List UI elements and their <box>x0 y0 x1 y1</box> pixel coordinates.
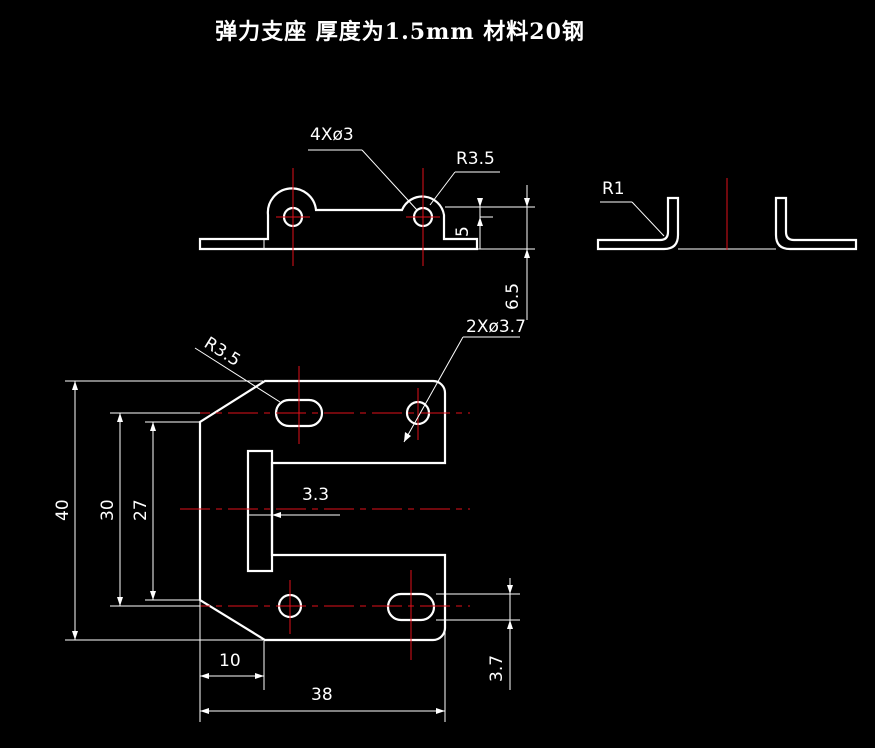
leader-2x <box>403 336 464 443</box>
label-10: 10 <box>219 651 241 671</box>
drawing-title: 弹力支座 厚度为1.5mm 材料20钢 <box>215 19 585 45</box>
bend-view <box>596 178 858 251</box>
label-37: 3.7 <box>487 655 507 682</box>
label-33: 3.3 <box>302 485 329 505</box>
label-r1: R1 <box>602 179 625 199</box>
label-r35-top: R3.5 <box>456 149 495 169</box>
label-40: 40 <box>53 499 73 521</box>
label-65: 6.5 <box>503 283 523 310</box>
leader-r1 <box>631 201 665 237</box>
label-2x-holes: 2Xø3.7 <box>466 317 526 337</box>
leader-4x <box>361 149 418 211</box>
bend-left <box>596 196 680 251</box>
bend-right <box>774 196 858 251</box>
leader-r35-left <box>194 347 281 403</box>
plan-outline <box>198 379 447 642</box>
label-5: 5 <box>453 226 473 237</box>
label-38: 38 <box>311 685 333 705</box>
side-view-outline <box>198 187 479 251</box>
plan-view <box>65 336 520 722</box>
leader-r35 <box>429 171 456 206</box>
side-view <box>198 149 535 320</box>
label-4x-holes: 4Xø3 <box>310 125 354 145</box>
label-30: 30 <box>98 499 118 521</box>
label-27: 27 <box>131 499 151 521</box>
plan-tongue <box>246 449 274 573</box>
